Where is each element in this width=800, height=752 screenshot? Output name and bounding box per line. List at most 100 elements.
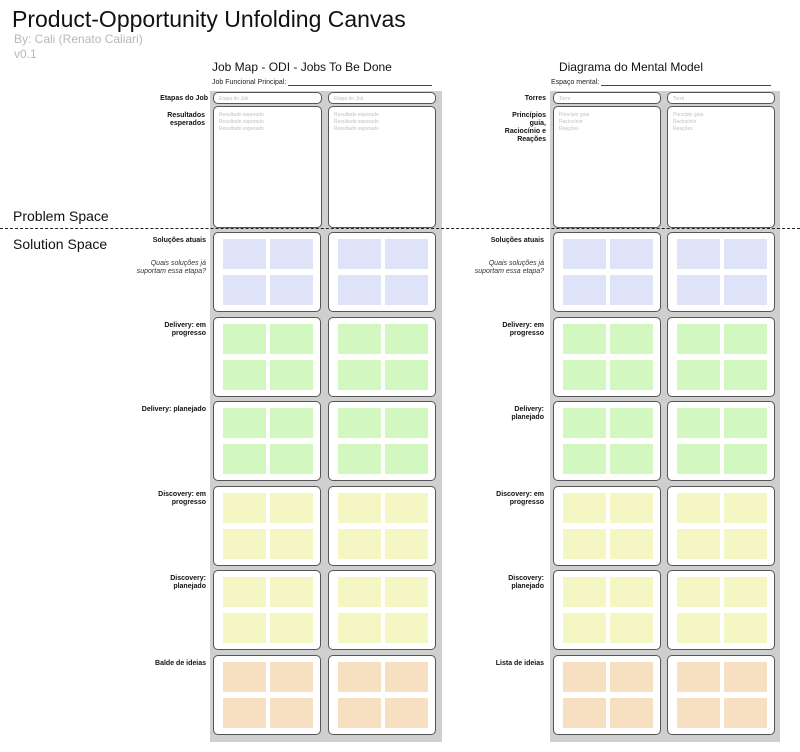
- mental-model-solution-box[interactable]: [667, 654, 775, 735]
- sticky-note[interactable]: [385, 613, 428, 643]
- sticky-note[interactable]: [385, 359, 428, 390]
- sticky-note[interactable]: [270, 359, 313, 390]
- sticky-note[interactable]: [724, 577, 767, 607]
- sticky-note[interactable]: [223, 359, 266, 390]
- sticky-note[interactable]: [563, 408, 606, 438]
- sticky-note[interactable]: [563, 239, 606, 269]
- mental-model-solution-box[interactable]: [553, 485, 661, 566]
- mental-model-solution-box[interactable]: [667, 485, 775, 566]
- sticky-note[interactable]: [385, 697, 428, 728]
- sticky-note[interactable]: [223, 408, 266, 438]
- mental-model-solution-box[interactable]: [553, 232, 661, 312]
- mental-model-solution-box[interactable]: [667, 401, 775, 481]
- sticky-note[interactable]: [223, 323, 266, 354]
- sticky-note[interactable]: [610, 323, 653, 354]
- sticky-note[interactable]: [385, 577, 428, 607]
- mental-model-solution-box[interactable]: [553, 654, 661, 735]
- sticky-note[interactable]: [223, 613, 266, 643]
- torre-pill[interactable]: Torre: [553, 92, 661, 104]
- job-funcional-field[interactable]: Job Funcional Principal:: [212, 78, 433, 86]
- sticky-note[interactable]: [563, 661, 606, 692]
- sticky-note[interactable]: [563, 359, 606, 390]
- sticky-note[interactable]: [677, 661, 720, 692]
- job-map-solution-box[interactable]: [328, 316, 436, 397]
- mental-model-solution-box[interactable]: [553, 401, 661, 481]
- job-map-solution-box[interactable]: [213, 570, 321, 650]
- sticky-note[interactable]: [338, 408, 381, 438]
- sticky-note[interactable]: [610, 492, 653, 523]
- job-map-solution-box[interactable]: [328, 401, 436, 481]
- sticky-note[interactable]: [223, 697, 266, 728]
- sticky-note[interactable]: [610, 528, 653, 559]
- sticky-note[interactable]: [223, 492, 266, 523]
- sticky-note[interactable]: [724, 697, 767, 728]
- job-map-solution-box[interactable]: [328, 232, 436, 312]
- sticky-note[interactable]: [270, 323, 313, 354]
- job-map-solution-box[interactable]: [328, 570, 436, 650]
- sticky-note[interactable]: [610, 275, 653, 305]
- sticky-note[interactable]: [724, 528, 767, 559]
- sticky-note[interactable]: [338, 492, 381, 523]
- sticky-note[interactable]: [677, 577, 720, 607]
- sticky-note[interactable]: [724, 492, 767, 523]
- sticky-note[interactable]: [270, 239, 313, 269]
- principios-box[interactable]: Princípio guia Raciocínio Reações: [667, 106, 775, 228]
- sticky-note[interactable]: [677, 528, 720, 559]
- job-map-solution-box[interactable]: [328, 485, 436, 566]
- principios-box[interactable]: Princípio guia Raciocínio Reações: [553, 106, 661, 228]
- sticky-note[interactable]: [724, 239, 767, 269]
- job-map-solution-box[interactable]: [213, 654, 321, 735]
- sticky-note[interactable]: [724, 323, 767, 354]
- etapa-pill[interactable]: Etapa do Job: [328, 92, 436, 104]
- sticky-note[interactable]: [338, 613, 381, 643]
- sticky-note[interactable]: [724, 661, 767, 692]
- sticky-note[interactable]: [563, 323, 606, 354]
- sticky-note[interactable]: [270, 444, 313, 474]
- sticky-note[interactable]: [563, 613, 606, 643]
- sticky-note[interactable]: [677, 613, 720, 643]
- sticky-note[interactable]: [270, 528, 313, 559]
- sticky-note[interactable]: [724, 613, 767, 643]
- sticky-note[interactable]: [677, 275, 720, 305]
- sticky-note[interactable]: [724, 444, 767, 474]
- sticky-note[interactable]: [338, 528, 381, 559]
- sticky-note[interactable]: [677, 444, 720, 474]
- job-map-solution-box[interactable]: [213, 485, 321, 566]
- sticky-note[interactable]: [610, 661, 653, 692]
- sticky-note[interactable]: [223, 275, 266, 305]
- sticky-note[interactable]: [677, 492, 720, 523]
- sticky-note[interactable]: [677, 408, 720, 438]
- sticky-note[interactable]: [385, 323, 428, 354]
- job-map-solution-box[interactable]: [213, 316, 321, 397]
- sticky-note[interactable]: [563, 697, 606, 728]
- torre-pill[interactable]: Torre: [667, 92, 775, 104]
- sticky-note[interactable]: [385, 661, 428, 692]
- sticky-note[interactable]: [338, 444, 381, 474]
- sticky-note[interactable]: [223, 577, 266, 607]
- sticky-note[interactable]: [563, 444, 606, 474]
- sticky-note[interactable]: [338, 239, 381, 269]
- sticky-note[interactable]: [338, 661, 381, 692]
- sticky-note[interactable]: [610, 697, 653, 728]
- job-map-solution-box[interactable]: [213, 232, 321, 312]
- sticky-note[interactable]: [677, 359, 720, 390]
- sticky-note[interactable]: [223, 528, 266, 559]
- sticky-note[interactable]: [223, 661, 266, 692]
- sticky-note[interactable]: [610, 239, 653, 269]
- sticky-note[interactable]: [677, 697, 720, 728]
- sticky-note[interactable]: [724, 275, 767, 305]
- sticky-note[interactable]: [563, 275, 606, 305]
- sticky-note[interactable]: [385, 528, 428, 559]
- espaco-mental-field[interactable]: Espaço mental:: [551, 78, 772, 86]
- sticky-note[interactable]: [270, 275, 313, 305]
- sticky-note[interactable]: [724, 359, 767, 390]
- sticky-note[interactable]: [270, 697, 313, 728]
- sticky-note[interactable]: [338, 697, 381, 728]
- etapa-pill[interactable]: Etapa do Job: [213, 92, 322, 104]
- sticky-note[interactable]: [385, 444, 428, 474]
- sticky-note[interactable]: [338, 577, 381, 607]
- sticky-note[interactable]: [270, 613, 313, 643]
- sticky-note[interactable]: [385, 492, 428, 523]
- sticky-note[interactable]: [338, 275, 381, 305]
- sticky-note[interactable]: [270, 661, 313, 692]
